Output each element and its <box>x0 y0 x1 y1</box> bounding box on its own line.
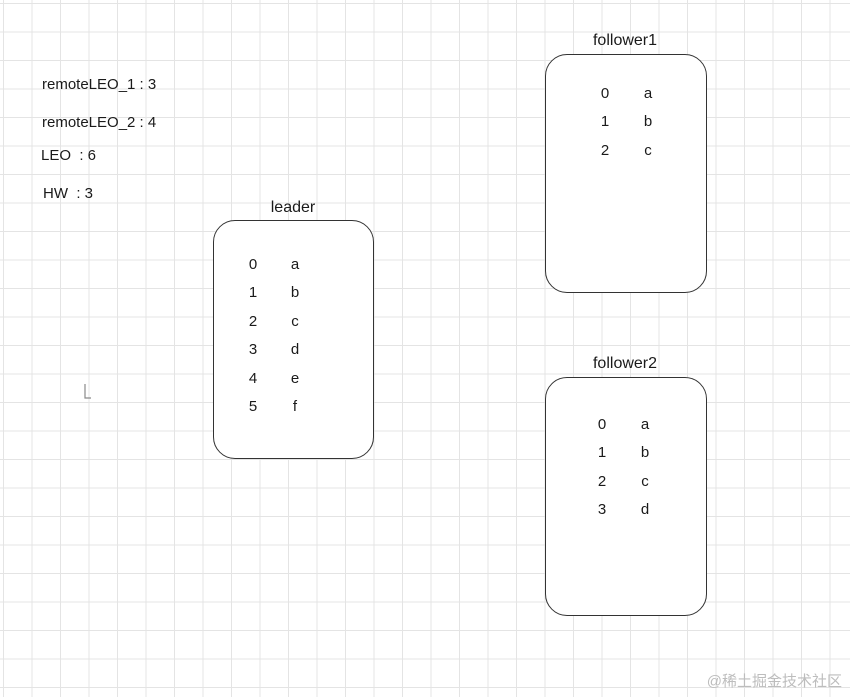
leader-title: leader <box>270 199 316 216</box>
log-value: a <box>640 416 650 433</box>
log-entry: 2 c <box>546 473 706 493</box>
log-entry: 2 c <box>546 142 706 162</box>
log-offset: 3 <box>597 501 607 518</box>
follower2-title: follower2 <box>592 355 658 372</box>
log-offset: 2 <box>600 142 610 159</box>
log-offset: 0 <box>597 416 607 433</box>
remote-leo-1-label: remoteLEO_1 : 3 <box>42 76 157 93</box>
log-value: a <box>290 256 300 273</box>
log-value: c <box>291 313 299 330</box>
log-value: a <box>643 85 653 102</box>
log-offset: 0 <box>600 85 610 102</box>
log-value: b <box>640 444 650 461</box>
log-offset: 4 <box>248 370 258 387</box>
log-offset: 1 <box>600 113 610 130</box>
log-offset: 2 <box>597 473 607 490</box>
hw-label: HW : 3 <box>43 185 94 202</box>
text-cursor-icon <box>83 383 93 404</box>
log-value: b <box>643 113 653 130</box>
log-entry: 0 a <box>214 256 373 276</box>
follower2-node[interactable]: 0 a 1 b 2 c 3 d <box>545 377 707 616</box>
log-value: d <box>640 501 650 518</box>
leo-label: LEO : 6 <box>41 147 97 164</box>
log-entry: 1 b <box>546 113 706 133</box>
log-value: d <box>290 341 300 358</box>
leader-node[interactable]: 0 a 1 b 2 c 3 d 4 e 5 f <box>213 220 374 459</box>
log-entry: 1 b <box>214 284 373 304</box>
log-offset: 2 <box>248 313 258 330</box>
log-entry: 5 f <box>214 398 373 418</box>
log-offset: 5 <box>248 398 258 415</box>
log-entry: 2 c <box>214 313 373 333</box>
remote-leo-2-label: remoteLEO_2 : 4 <box>42 114 157 131</box>
follower1-node[interactable]: 0 a 1 b 2 c <box>545 54 707 293</box>
log-entry: 1 b <box>546 444 706 464</box>
log-entry: 3 d <box>546 501 706 521</box>
log-value: b <box>290 284 300 301</box>
log-offset: 0 <box>248 256 258 273</box>
log-value: c <box>644 142 652 159</box>
log-value: f <box>292 398 298 415</box>
follower1-title: follower1 <box>592 32 658 49</box>
log-offset: 1 <box>597 444 607 461</box>
log-value: c <box>641 473 649 490</box>
log-entry: 0 a <box>546 85 706 105</box>
watermark: @稀土掘金技术社区 <box>706 673 842 690</box>
log-value: e <box>290 370 300 387</box>
log-offset: 3 <box>248 341 258 358</box>
log-entry: 0 a <box>546 416 706 436</box>
log-entry: 3 d <box>214 341 373 361</box>
log-offset: 1 <box>248 284 258 301</box>
log-entry: 4 e <box>214 370 373 390</box>
